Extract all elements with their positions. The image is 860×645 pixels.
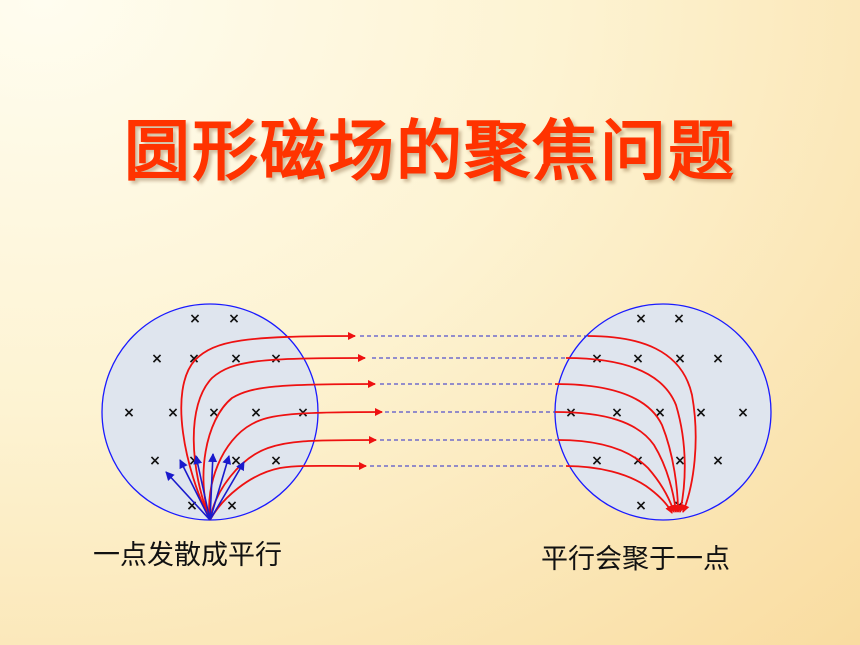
velocity-arrow — [209, 461, 245, 521]
field-into-page-marker: × — [674, 351, 686, 367]
trajectory-arc — [209, 461, 367, 521]
field-into-page-marker: × — [591, 453, 603, 469]
field-into-page-marker: × — [635, 311, 647, 327]
trajectory-arc — [565, 357, 686, 513]
field-into-page-marker: × — [151, 351, 163, 367]
field-into-page-marker: × — [674, 453, 686, 469]
velocity-arrow — [165, 471, 211, 521]
field-into-page-marker: × — [149, 453, 161, 469]
initial-velocity-arrows — [165, 453, 245, 521]
trajectory-arc — [180, 332, 356, 521]
caption-diverge-to-parallel: 一点发散成平行 — [93, 540, 282, 571]
dashed-parallel-lines — [360, 335, 588, 467]
field-into-page-marker: × — [230, 351, 242, 367]
field-into-page-marker: × — [635, 498, 647, 514]
field-into-page-marker: × — [123, 405, 135, 421]
field-into-page-marker: × — [188, 351, 200, 367]
field-into-page-marker: × — [189, 311, 201, 327]
field-into-page-marker: × — [270, 453, 282, 469]
left-trajectories — [180, 332, 383, 521]
trajectory-arc — [209, 436, 377, 521]
field-into-page-marker: × — [737, 405, 749, 421]
trajectory-arc — [554, 383, 682, 513]
field-into-page-marker: × — [208, 405, 220, 421]
field-into-page-marker: × — [167, 405, 179, 421]
velocity-arrow — [209, 455, 232, 521]
velocity-arrow — [193, 455, 211, 521]
field-into-page-marker: × — [230, 453, 242, 469]
field-into-page-marker: × — [673, 311, 685, 327]
field-into-page-marker: × — [695, 405, 707, 421]
field-into-page-marker: × — [632, 351, 644, 367]
page-title: 圆形磁场的聚焦问题 — [124, 113, 736, 190]
field-into-page-marker: × — [186, 498, 198, 514]
field-into-page-marker: × — [611, 405, 623, 421]
velocity-arrow — [179, 459, 211, 521]
field-into-page-marker: × — [228, 311, 240, 327]
field-into-page-marker: × — [654, 405, 666, 421]
velocity-arrow — [208, 453, 218, 521]
trajectory-arc — [192, 354, 366, 521]
field-into-page-marker: × — [226, 498, 238, 514]
field-into-page-marker: × — [712, 453, 724, 469]
trajectory-arc — [202, 380, 376, 521]
trajectory-arc — [587, 335, 697, 513]
field-into-page-marker: × — [632, 453, 644, 469]
trajectory-arc — [565, 465, 673, 514]
trajectory-arc — [557, 439, 676, 513]
right-trajectories — [554, 335, 697, 514]
field-into-page-marker: × — [712, 351, 724, 367]
field-into-page-marker: × — [250, 405, 262, 421]
caption-parallel-to-converge: 平行会聚于一点 — [541, 544, 730, 575]
trajectory-arc — [554, 411, 680, 513]
